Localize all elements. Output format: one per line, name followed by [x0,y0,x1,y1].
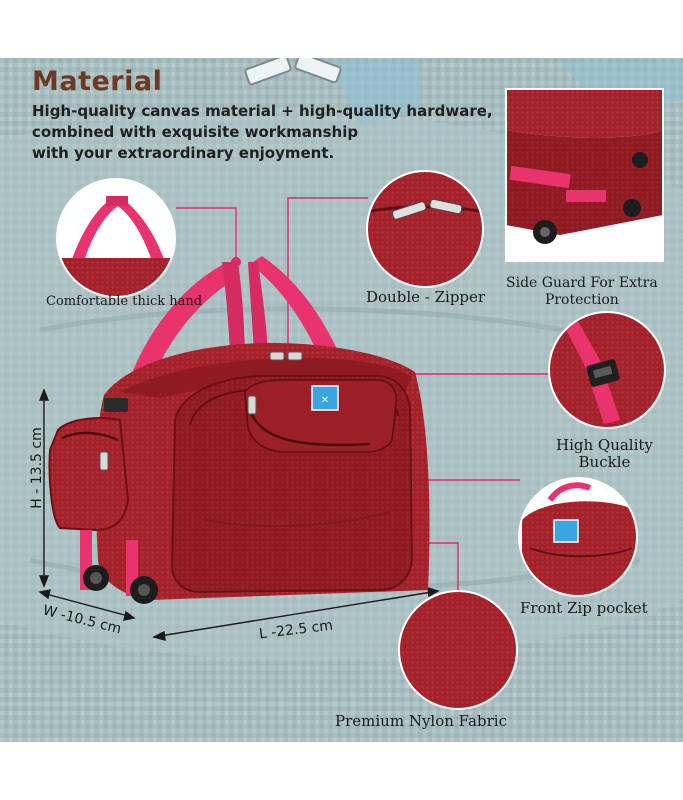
feature-label-buckle: High Quality Buckle [556,437,653,471]
feature-label-side-guard: Side Guard For Extra Protection [506,275,658,309]
description-line: combined with exquisite workmanship [32,123,359,141]
svg-text:✕: ✕ [321,395,329,406]
main-bag: ✕ [48,256,430,604]
feature-label-line: Buckle [578,453,631,471]
feature-label-fabric: Premium Nylon Fabric [335,712,507,730]
section-description: High-quality canvas material + high-qual… [32,101,493,164]
feature-label-line: High Quality [556,436,653,454]
feature-label-zipper: Double - Zipper [366,288,486,306]
feature-label-line: Protection [544,292,619,308]
feature-label-line: Side Guard For Extra [506,275,658,291]
description-line: with your extraordinary enjoyment. [32,144,335,162]
feature-label-front-pocket: Front Zip pocket [520,599,648,617]
bag-wheel [83,565,158,604]
description-line: High-quality canvas material + high-qual… [32,102,493,120]
feature-label-handle: Comfortable thick hand [46,294,203,309]
bag-brand-tag [311,385,339,411]
section-title: Material [32,66,163,97]
dimension-height: H - 13.5 cm [29,427,45,509]
